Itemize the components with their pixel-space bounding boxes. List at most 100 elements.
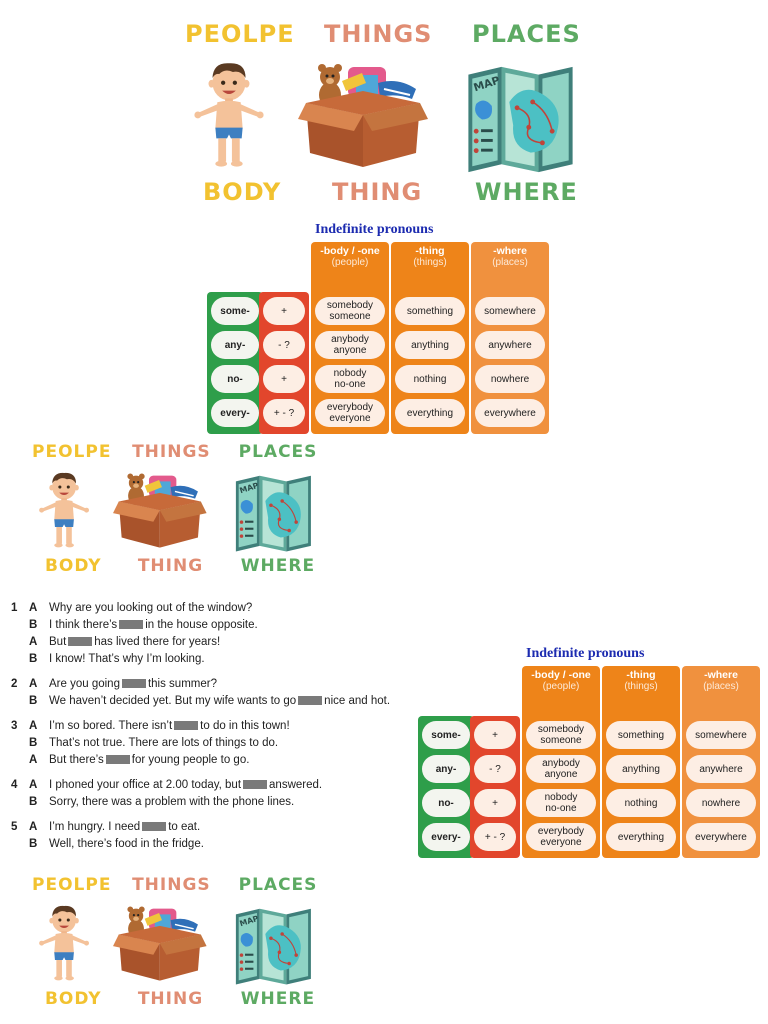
speaker-label: A xyxy=(29,602,38,614)
places-cell: nowhere xyxy=(686,789,756,817)
usage-cell: + xyxy=(263,297,305,325)
prefix-cell: every- xyxy=(422,823,470,851)
places-cell: everywhere xyxy=(475,399,545,427)
usage-cell: + - ? xyxy=(474,823,516,851)
column-header: -where(places) xyxy=(682,669,760,693)
places-cell: somewhere xyxy=(686,721,756,749)
speaker-label: B xyxy=(29,838,38,850)
dialogue-line: But there’s for young people to go. xyxy=(49,754,249,766)
answer-blank[interactable] xyxy=(142,822,167,831)
people-form-1: somebody xyxy=(326,300,374,311)
things-cell: something xyxy=(395,297,465,325)
category-label-where: WHERE xyxy=(240,555,316,576)
dialogue-text: I know! That’s why I’m looking. xyxy=(49,653,205,665)
boy-illustration-icon xyxy=(36,467,92,550)
prefix-cell: any- xyxy=(422,755,470,783)
dialogue-text: We haven’t decided yet. But my wife want… xyxy=(49,695,297,707)
prefix-cell: some- xyxy=(211,297,259,325)
people-form-2: anyone xyxy=(544,769,578,780)
speaker-label: A xyxy=(29,754,38,766)
map-illustration-icon: MAP xyxy=(232,473,315,554)
column-header-sub: (things) xyxy=(624,681,658,692)
people-form-2: no-one xyxy=(545,803,577,814)
people-form-1: nobody xyxy=(544,792,578,803)
dialogue-text: Sorry, there was a problem with the phon… xyxy=(49,796,295,808)
category-label-thing: THING xyxy=(332,178,423,206)
dialogue-text: But there’s xyxy=(49,754,104,766)
answer-blank[interactable] xyxy=(119,620,144,629)
category-label-people: PEOLPE xyxy=(185,20,295,48)
toy-box-illustration-icon xyxy=(113,467,207,550)
category-label-things: THINGS xyxy=(132,442,211,462)
column-header: -body / -one(people) xyxy=(311,245,389,269)
toy-box-illustration-icon xyxy=(298,55,428,170)
column-header-main: -body / -one xyxy=(320,245,380,257)
things-cell: nothing xyxy=(606,789,676,817)
answer-blank[interactable] xyxy=(68,637,93,646)
prefix-cell: every- xyxy=(211,399,259,427)
dialogue-line: I know! That’s why I’m looking. xyxy=(49,653,205,665)
prefix-cell: no- xyxy=(211,365,259,393)
column-header-main: -where xyxy=(493,245,527,257)
dialogue-text: for young people to go. xyxy=(131,754,250,766)
dialogue-text: has lived there for years! xyxy=(94,636,221,648)
speaker-label: B xyxy=(29,695,38,707)
category-label-things: THINGS xyxy=(324,20,433,48)
dialogue-line: We haven’t decided yet. But my wife want… xyxy=(49,695,390,707)
people-form-2: no-one xyxy=(334,379,366,390)
boy-illustration-icon xyxy=(36,900,92,983)
category-label-thing: THING xyxy=(137,988,204,1009)
speaker-label: A xyxy=(29,821,38,833)
usage-cell: - ? xyxy=(263,331,305,359)
boy-illustration-icon xyxy=(190,55,268,170)
answer-blank[interactable] xyxy=(298,696,323,705)
speaker-label: B xyxy=(29,653,38,665)
speaker-label: B xyxy=(29,737,38,749)
dialogue-text: nice and hot. xyxy=(324,695,391,707)
answer-blank[interactable] xyxy=(105,755,130,764)
column-header-sub: (places) xyxy=(703,681,739,692)
dialogue-text: I phoned your office at 2.00 today, but xyxy=(49,779,242,791)
usage-cell: - ? xyxy=(474,755,516,783)
usage-cell: + - ? xyxy=(263,399,305,427)
column-header-main: -thing xyxy=(626,669,656,681)
dialogue-line: Why are you looking out of the window? xyxy=(49,602,252,614)
column-header-main: -thing xyxy=(415,245,445,257)
category-label-body: BODY xyxy=(44,988,102,1009)
places-cell: everywhere xyxy=(686,823,756,851)
category-label-thing: THING xyxy=(137,555,204,576)
people-form-2: someone xyxy=(329,311,371,322)
people-form-2: someone xyxy=(540,735,582,746)
dialogue-text: this summer? xyxy=(147,678,217,690)
category-label-body: BODY xyxy=(203,178,282,206)
answer-blank[interactable] xyxy=(174,721,199,730)
people-form-1: anybody xyxy=(331,334,369,345)
speaker-label: A xyxy=(29,720,38,732)
answer-blank[interactable] xyxy=(243,780,268,789)
category-label-places: PLACES xyxy=(238,442,318,462)
dialogue-text: I think there’s xyxy=(49,619,118,631)
exercise-number: 1 xyxy=(11,602,18,614)
category-label-where: WHERE xyxy=(240,988,316,1009)
answer-blank[interactable] xyxy=(121,679,146,688)
things-cell: anything xyxy=(395,331,465,359)
usage-cell: + xyxy=(474,789,516,817)
things-cell: nothing xyxy=(395,365,465,393)
people-form-1: nobody xyxy=(333,368,367,379)
category-label-body: BODY xyxy=(44,555,102,576)
speaker-label: B xyxy=(29,619,38,631)
column-header-sub: (people) xyxy=(331,257,369,268)
column-header: -thing(things) xyxy=(391,245,469,269)
dialogue-text: I’m hungry. I need xyxy=(49,821,141,833)
category-label-where: WHERE xyxy=(475,178,578,206)
prefix-cell: any- xyxy=(211,331,259,359)
column-header-main: -where xyxy=(704,669,738,681)
